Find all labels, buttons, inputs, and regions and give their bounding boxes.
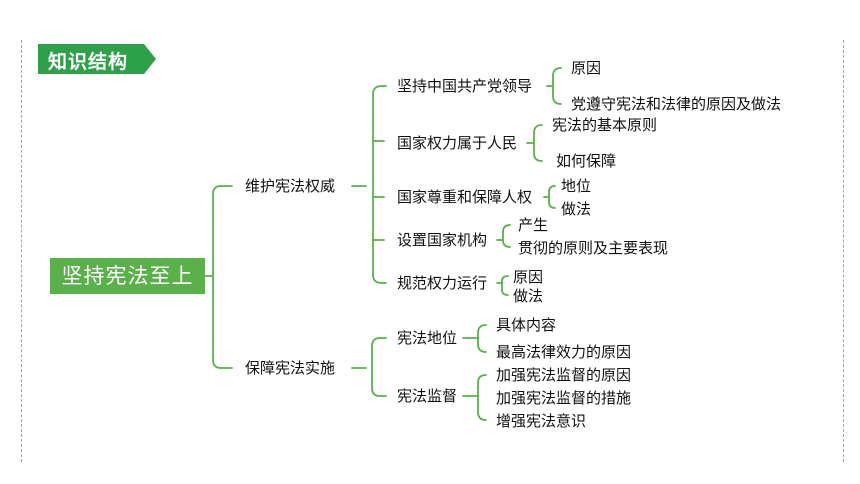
l3-node-reason-2: 原因: [513, 268, 544, 286]
l3-node-reason: 原因: [571, 59, 602, 77]
l3-node-awareness: 增强宪法意识: [496, 412, 587, 430]
l2-node-human-rights: 国家尊重和保障人权: [397, 188, 533, 206]
l2-node-constitution-supervision: 宪法监督: [397, 387, 458, 405]
left-dashed-border: [21, 40, 22, 462]
l3-node-specific-content: 具体内容: [496, 316, 557, 334]
l3-node-status: 地位: [561, 177, 592, 195]
l3-node-principles-and-manifestations: 贯彻的原则及主要表现: [518, 239, 669, 257]
l3-node-supervision-reason: 加强宪法监督的原因: [496, 366, 632, 384]
l2-node-regulate-power: 规范权力运行: [397, 274, 488, 292]
l3-node-supreme-effect-reason: 最高法律效力的原因: [496, 343, 632, 361]
l3-node-party-obey-law: 党遵守宪法和法律的原因及做法: [571, 95, 782, 113]
title-tag-shape: [38, 44, 156, 74]
l3-node-supervision-measures: 加强宪法监督的措施: [496, 389, 632, 407]
l2-node-party-leadership: 坚持中国共产党领导: [397, 77, 533, 95]
l3-node-origin: 产生: [518, 216, 549, 234]
l2-node-constitution-status: 宪法地位: [397, 329, 458, 347]
section-title: 知识结构: [48, 51, 129, 73]
l3-node-practice-2: 做法: [513, 287, 544, 305]
right-dashed-border: [843, 40, 844, 462]
l2-node-state-organs: 设置国家机构: [397, 231, 488, 249]
l3-node-how-to-guarantee: 如何保障: [556, 152, 617, 170]
l1-node-ensure-implementation: 保障宪法实施: [245, 359, 336, 377]
l2-node-power-belongs-people: 国家权力属于人民: [397, 134, 518, 152]
section-title-tag: 知识结构: [38, 44, 156, 74]
l1-node-uphold-authority: 维护宪法权威: [245, 177, 336, 195]
l3-node-basic-principle: 宪法的基本原则: [552, 116, 658, 134]
root-node: 坚持宪法至上: [50, 258, 205, 294]
l3-node-practice: 做法: [561, 200, 592, 218]
